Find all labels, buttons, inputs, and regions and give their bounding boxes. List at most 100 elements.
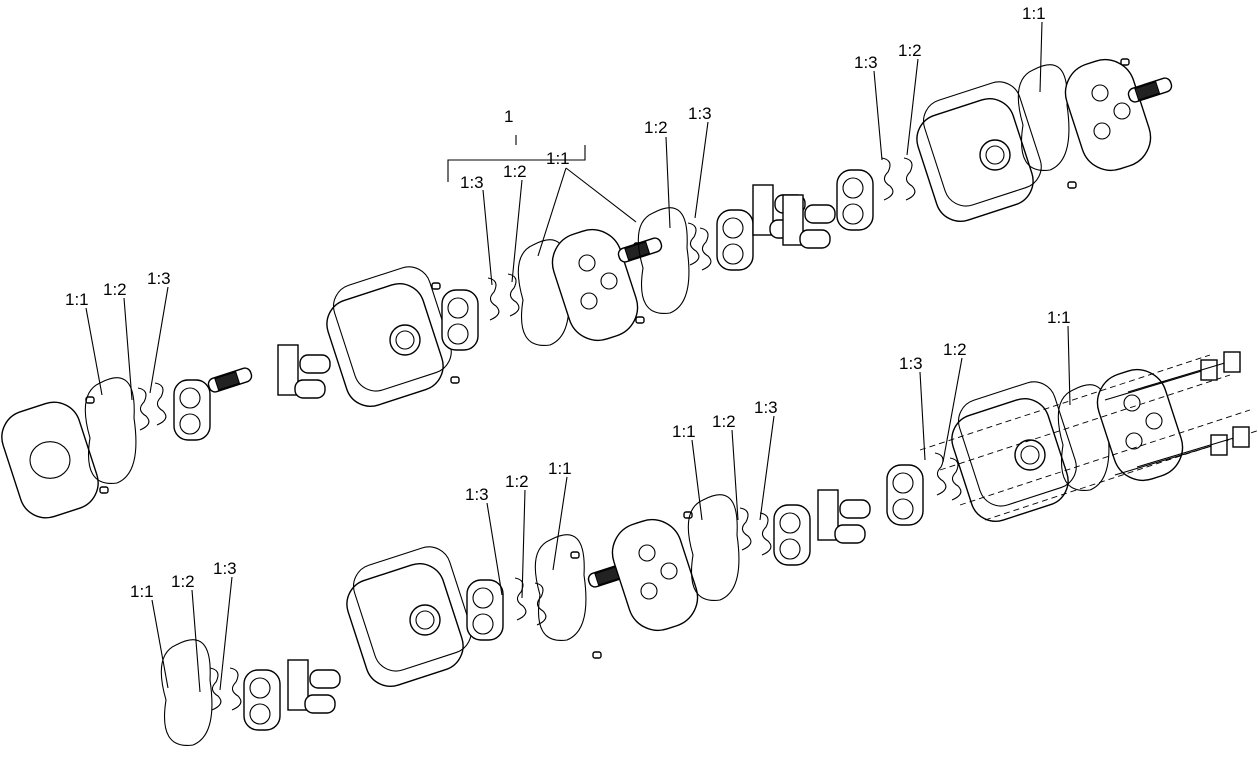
tie-bolt (1114, 444, 1216, 476)
gear-shaft (834, 524, 866, 544)
gear-shaft (299, 354, 331, 374)
gear (817, 489, 839, 541)
gear-shaft (799, 229, 831, 249)
callout-label: 1:3 (147, 269, 171, 288)
dowel-pin (1067, 181, 1077, 189)
backup-clip (154, 382, 167, 426)
bearing-block (716, 209, 754, 271)
port-bore (415, 610, 435, 630)
pump-housing (346, 563, 464, 687)
housing-face (353, 546, 472, 672)
spline-teeth (624, 241, 651, 261)
callout-label: 1:1 (672, 422, 696, 441)
plate-hole (638, 544, 656, 562)
tie-bolt-path (959, 409, 1251, 506)
plate-hole (600, 272, 618, 290)
parts-drawing (1, 58, 1258, 746)
backup-clip (739, 507, 752, 551)
port-bore (1020, 445, 1040, 465)
backup-clip (881, 157, 894, 201)
callout-label: 1:2 (103, 280, 127, 299)
port-hole (389, 324, 421, 356)
plate-hole (1125, 432, 1143, 450)
callout-label: 1:3 (854, 53, 878, 72)
tie-bolt (1104, 369, 1206, 401)
plate-hole (1091, 84, 1109, 102)
bearing-block (243, 669, 281, 731)
backup-clip (949, 457, 962, 501)
bolt-head (1210, 434, 1228, 456)
plate-hole (578, 254, 596, 272)
tie-bolt-path (939, 374, 1231, 471)
dowel-pin (99, 486, 109, 494)
bearing-hole (722, 243, 744, 265)
callout-label: 1:3 (754, 398, 778, 417)
callout-label: 1:1 (130, 582, 154, 601)
bottom-assembly-labels: 1:1 1:3 1:2 1:1 1:2 1:3 1:3 1:2 1:1 (465, 308, 1071, 504)
gear-shaft (304, 694, 336, 714)
port-plate (1064, 58, 1152, 172)
bearing-hole (842, 203, 864, 225)
top-assembly-labels: 1:3 1:2 1:1 1:2 1:3 1:3 1:2 1:1 (460, 4, 1046, 192)
bolt-head (1200, 359, 1218, 381)
callout-label: 1:3 (213, 559, 237, 578)
bearing-block (886, 464, 924, 526)
bearing-hole (842, 177, 864, 199)
callout-label: 1:2 (644, 118, 668, 137)
plate-hole (1123, 394, 1141, 412)
dowel-pin (570, 551, 580, 559)
bolt-head (1223, 351, 1241, 373)
port-hole (409, 604, 441, 636)
plate-hole (1093, 122, 1111, 140)
backup-clip (934, 452, 947, 496)
dowel-pin (592, 651, 602, 659)
bearing-hole (472, 613, 494, 635)
callout-label: 1:3 (688, 104, 712, 123)
bearing-block (441, 289, 479, 351)
housing-face (923, 81, 1042, 207)
bearing-block (466, 579, 504, 641)
dowel-pin (1120, 58, 1130, 66)
bolt-head (1232, 426, 1250, 448)
seal-ring (534, 534, 587, 641)
callout-label: 1:3 (460, 173, 484, 192)
callout-label: 1:2 (712, 412, 736, 431)
bearing-hole (249, 703, 271, 725)
gear-shaft (804, 204, 836, 224)
seal-ring (687, 494, 740, 601)
plate-hole (1145, 412, 1163, 430)
bearing-hole (779, 538, 801, 560)
backup-clip (229, 667, 242, 711)
plate-hole (640, 582, 658, 600)
bearing-block (773, 504, 811, 566)
callout-label: 1:2 (505, 472, 529, 491)
bearing-hole (447, 323, 469, 345)
flange-bore (29, 441, 71, 479)
gear (287, 659, 309, 711)
plate-hole (580, 292, 598, 310)
gear (277, 344, 299, 396)
backup-clip (759, 512, 772, 556)
housing-face (333, 266, 452, 392)
left-labels: 1:1 1:2 1:3 (65, 269, 171, 309)
pump-housing (326, 283, 444, 407)
spline-teeth (214, 371, 241, 391)
port-bore (395, 330, 415, 350)
callout-label: 1:2 (943, 340, 967, 359)
port-hole (979, 139, 1011, 171)
backup-clip (507, 273, 520, 317)
seal-ring (160, 639, 213, 746)
bearing-hole (722, 217, 744, 239)
port-plate (611, 518, 699, 632)
bearing-hole (892, 472, 914, 494)
spline-teeth (1134, 81, 1161, 101)
bearing-hole (179, 413, 201, 435)
dowel-pin (450, 376, 460, 384)
callout-label: 1:1 (1022, 4, 1046, 23)
plate-hole (660, 562, 678, 580)
backup-clip (209, 667, 222, 711)
callout-label: 1:2 (898, 41, 922, 60)
backup-clip (903, 157, 916, 201)
backup-clip (534, 582, 547, 626)
